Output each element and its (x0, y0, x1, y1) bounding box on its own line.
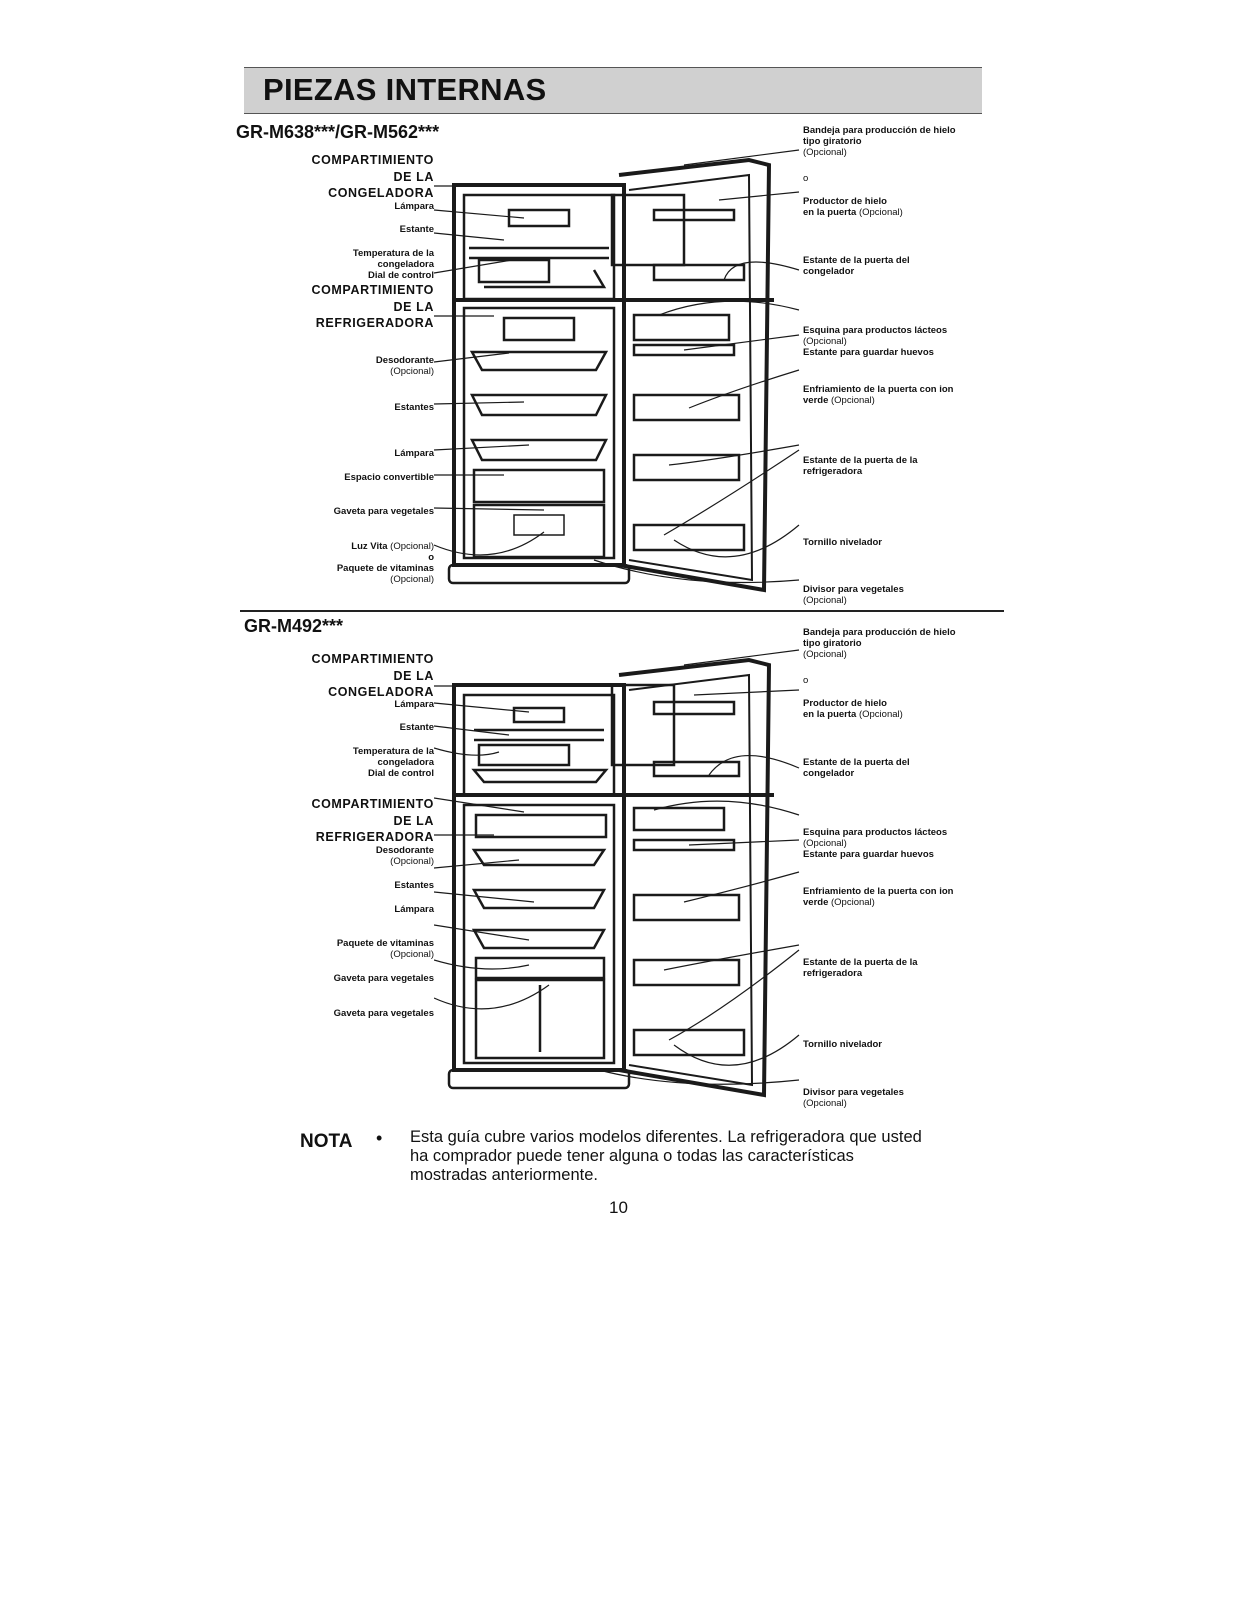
shelf-label: Estante (399, 224, 434, 235)
deodorant-label: Desodorante(Opcional) (375, 355, 434, 377)
figure-2-leader-lines (434, 649, 800, 1085)
figure-2-body (447, 657, 774, 1098)
refrigerator-figure-2 (434, 649, 800, 1098)
vitamin-pack-label-s2: Paquete de vitaminas(Opcional) (336, 938, 434, 960)
note-bullet: • (376, 1128, 383, 1148)
or-label-s2: o (803, 675, 809, 686)
vita-light-label: Luz Vita (Opcional) o Paquete de vitamin… (336, 541, 434, 585)
lamp-label-s2: Lámpara (394, 699, 434, 710)
model-title-2: GR-M492*** (244, 616, 344, 636)
page-title: PIEZAS INTERNAS (263, 72, 547, 107)
section-divider (240, 610, 1004, 612)
or-label: o (803, 173, 809, 184)
shelves-label-s2: Estantes (394, 880, 434, 891)
leveling-screw-label-s2: Tornillo nivelador (803, 1039, 882, 1050)
crisper-label: Gaveta para vegetales (333, 506, 434, 517)
leveling-screw-label: Tornillo nivelador (803, 537, 882, 548)
model-title-1: GR-M638***/GR-M562*** (236, 122, 440, 142)
lamp-label: Lámpara (394, 201, 434, 212)
title-bar: PIEZAS INTERNAS (244, 67, 982, 114)
crisper-divider-label-s2: Divisor para vegetales(Opcional) (803, 1087, 904, 1109)
shelves-label: Estantes (394, 402, 434, 413)
convertible-space-label: Espacio convertible (344, 472, 434, 483)
crisper-label-s2-1: Gaveta para vegetales (333, 973, 434, 984)
shelf-label-s2: Estante (399, 722, 434, 733)
refrigerator-figure-1 (434, 149, 800, 593)
page-number: 10 (609, 1198, 628, 1217)
dairy-corner-label: Esquina para productos lácteos(Opcional)… (803, 325, 948, 358)
deodorant-label-s2: Desodorante(Opcional) (375, 845, 434, 867)
crisper-divider-label: Divisor para vegetales(Opcional) (803, 584, 904, 606)
lamp-label-2: Lámpara (394, 448, 434, 459)
note-title: NOTA (300, 1131, 353, 1152)
dairy-corner-label-s2: Esquina para productos lácteos(Opcional)… (803, 827, 948, 860)
figure-1-body (447, 157, 774, 593)
figure-1-leader-lines (434, 149, 800, 584)
note-text: Esta guía cubre varios modelos diferente… (410, 1128, 922, 1184)
crisper-label-s2-2: Gaveta para vegetales (333, 1008, 434, 1019)
lamp-label-s2-2: Lámpara (394, 904, 434, 915)
